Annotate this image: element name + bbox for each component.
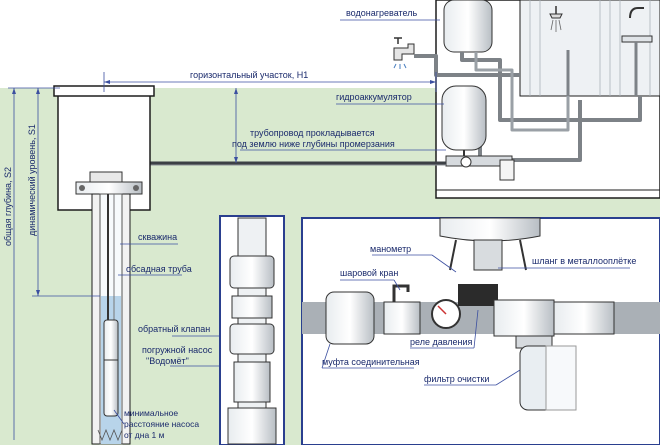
label-pressure-relay: реле давления <box>410 337 473 347</box>
shower-icon <box>549 6 570 96</box>
label-min-dist-line1: минимальное <box>124 408 178 418</box>
label-water-heater: водонагреватель <box>346 8 417 18</box>
label-ball-valve: шаровой кран <box>340 268 398 278</box>
label-check-valve: обратный клапан <box>138 324 210 334</box>
label-total-depth: общая глубина, S2 <box>3 167 13 246</box>
label-pipeline-line1: трубопровод прокладывается <box>250 128 375 138</box>
detail-leaders <box>321 254 630 386</box>
filter-icon <box>515 335 577 411</box>
label-horizontal-section: горизонтальный участок, Н1 <box>190 70 308 80</box>
label-pump-line1: погружной насос <box>142 345 213 355</box>
house-pipes <box>414 52 642 162</box>
piping-detail-panel <box>301 217 660 445</box>
label-well: скважина <box>138 232 177 242</box>
label-filter: фильтр очистки <box>424 374 489 384</box>
label-manometer: манометр <box>370 244 411 254</box>
label-pump-line2: "Водомёт" <box>146 356 189 366</box>
label-pipeline-line2: под землю ниже глубины промерзания <box>232 139 395 149</box>
label-coupling: муфта соединительная <box>322 357 420 367</box>
faucet-icon <box>393 37 415 69</box>
dimension-lines <box>8 19 446 440</box>
coupling-part <box>325 291 375 345</box>
pressure-gauge-icon <box>431 299 461 329</box>
sink-tap-icon <box>621 7 653 96</box>
dimension-arrows <box>12 80 436 296</box>
check-valve-detail <box>219 215 285 445</box>
ball-valve-icon <box>383 284 421 335</box>
label-casing: обсадная труба <box>126 264 192 274</box>
hydro-accumulator <box>441 85 515 181</box>
label-accumulator: гидроаккумулятор <box>336 92 412 102</box>
label-min-dist-line2: расстояние насоса <box>124 419 199 429</box>
water-heater <box>443 0 493 53</box>
label-min-dist-line3: от дна 1 м <box>124 430 165 440</box>
pump-icon <box>103 319 119 417</box>
label-hose: шланг в металлооплётке <box>532 256 636 266</box>
label-dynamic-level: динамический уровень, S1 <box>27 124 37 236</box>
